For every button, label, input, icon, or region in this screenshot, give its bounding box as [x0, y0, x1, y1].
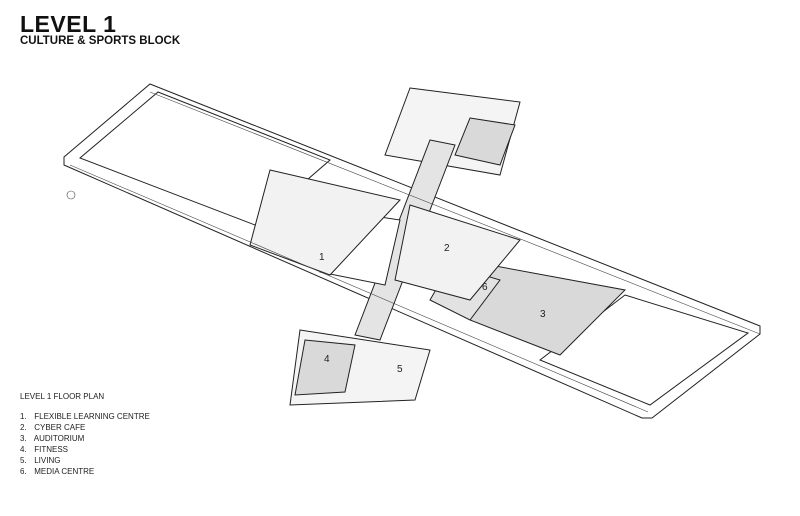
north-arrow-icon: [66, 190, 76, 200]
legend-item: 6. MEDIA CENTRE: [20, 467, 95, 476]
legend-item: 3. AUDITORIUM: [20, 434, 85, 443]
room-label-5: 5: [397, 364, 403, 375]
cross-wing-top-room: [454, 117, 516, 166]
learning-centre-area: [249, 169, 401, 276]
room-label-6: 6: [482, 282, 488, 293]
page-title: LEVEL 1: [20, 11, 117, 37]
room-label-3: 3: [540, 309, 546, 320]
room-label-1: 1: [319, 252, 325, 263]
room-label-4: 4: [324, 354, 330, 365]
page-subtitle: CULTURE & SPORTS BLOCK: [20, 35, 181, 47]
legend-item: 2. CYBER CAFE: [20, 423, 86, 432]
room-label-2: 2: [444, 243, 450, 254]
legend: LEVEL 1 FLOOR PLAN 1. FLEXIBLE LEARNING …: [20, 392, 150, 477]
legend-item: 5. LIVING: [20, 456, 61, 465]
legend-item: 4. FITNESS: [20, 445, 69, 454]
fitness-floor: [294, 339, 356, 396]
legend-title: LEVEL 1 FLOOR PLAN: [20, 392, 105, 401]
legend-item: 1. FLEXIBLE LEARNING CENTRE: [20, 412, 150, 421]
cyber-cafe-area: [394, 204, 521, 301]
